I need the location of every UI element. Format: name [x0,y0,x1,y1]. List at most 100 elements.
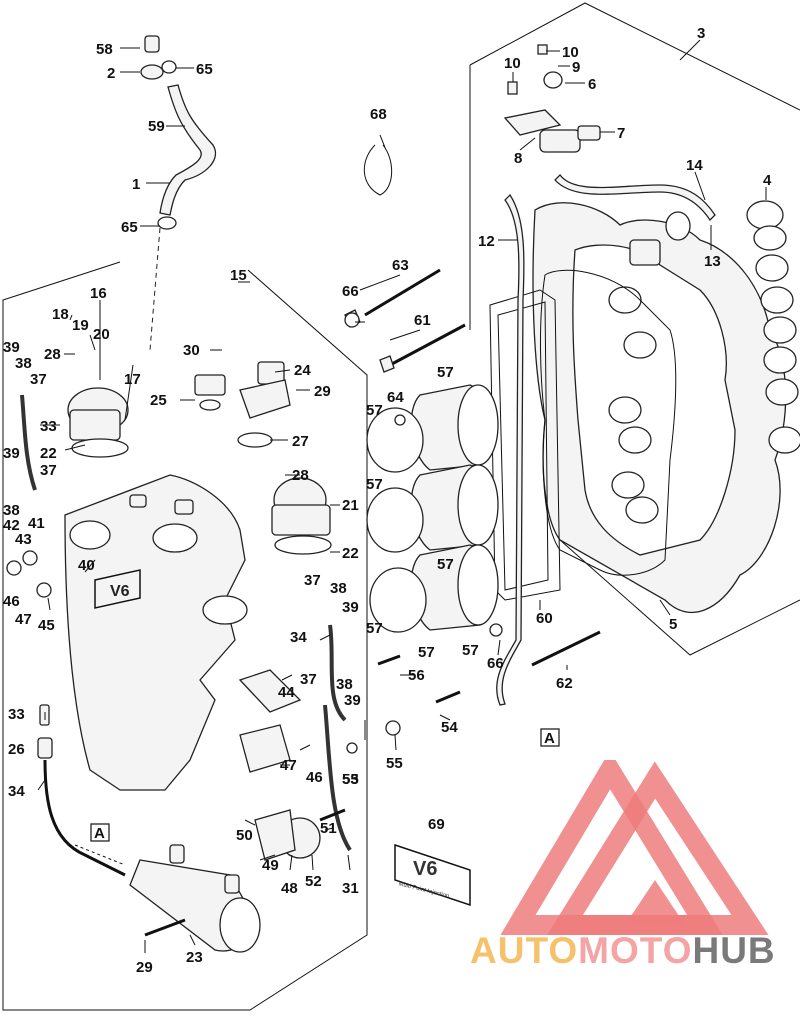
part-label: 38 [15,355,32,372]
part-label: 33 [40,418,57,435]
part-label: 59 [148,118,165,135]
intake-runners [366,384,499,633]
part-label: 10 [504,55,521,72]
part-label: 62 [556,675,573,692]
part-label: 63 [392,257,409,274]
part-label: 27 [292,433,309,450]
part-label: 53 [342,771,359,788]
part-label: 39 [344,692,361,709]
part-label: 6 [588,76,596,93]
watermark-logo [470,750,800,980]
part-label: 39 [342,599,359,616]
intake-manifold-frame [2,261,368,1011]
part-label: 34 [8,783,25,800]
part-label: 47 [15,611,32,628]
hose-34 [37,704,126,877]
part-label: 18 [52,306,69,323]
part-label: 37 [304,572,321,589]
part-label: 44 [278,684,295,701]
part-label: 22 [40,445,57,462]
part-label: 37 [300,671,317,688]
part-label: 24 [294,362,311,379]
part-label: 66 [487,655,504,672]
part-label: 55 [342,771,359,788]
part-label: 2 [107,65,115,82]
part-label: 57 [437,364,454,381]
sensor-bracket [503,44,601,153]
sensor-24 [237,361,291,448]
part-labels: 58 2 65 59 1 65 68 3 10 10 9 6 7 8 14 4 … [3,25,772,976]
part-label: 57 [418,644,435,661]
part-label: 22 [342,545,359,562]
part-label: 5 [669,616,677,633]
part-label: 65 [121,219,138,236]
part-label: 34 [290,629,307,646]
part-label: 57 [462,642,479,659]
part-label: 3 [697,25,705,42]
emblem-decal-v6-text: V6 [413,858,437,880]
part-label: 1 [132,176,140,193]
part-label: 28 [44,346,61,363]
part-label: 20 [93,326,110,343]
part-label: 12 [478,233,495,250]
part-label: 46 [306,769,323,786]
emblem-v6-text: V6 [110,583,130,600]
part-label: 19 [72,317,89,334]
part-label: 9 [572,59,580,76]
part-label: 68 [370,106,387,123]
part-label: 57 [366,402,383,419]
part-label: 30 [183,342,200,359]
part-label: 14 [686,157,703,174]
part-label: 47 [280,757,297,774]
v6-emblem-decal: V6 Multi Point Injection [394,843,471,907]
part-label: 46 [3,593,20,610]
part-label: 69 [428,816,445,833]
part-label: 31 [342,880,359,897]
throttle-linkage [6,394,352,861]
part-label: 42 [3,517,20,534]
hoses-head [496,174,716,706]
part-label: 8 [514,150,522,167]
part-label: 37 [30,371,47,388]
part-label: 64 [387,389,404,406]
part-label: 65 [196,61,213,78]
part-label: 29 [136,959,153,976]
part-label: 21 [342,497,359,514]
head-gasket [539,269,677,576]
part-label: 55 [386,755,403,772]
fasteners [344,312,503,754]
intake-manifold: V6 [64,474,248,791]
part-label: 17 [124,371,141,388]
emblem-decal-subtext: Multi Point Injection [398,881,450,899]
watermark-triangle-icon [500,750,769,935]
cylinder-head-frame [469,2,800,656]
hose-clip [363,134,393,196]
throttle-body-16 [67,387,129,458]
watermark-brand-text: AUTOMOTOHUB [470,930,776,972]
part-label: 25 [150,392,167,409]
part-label: 54 [441,719,458,736]
part-label: 60 [536,610,553,627]
brand-auto: AUTO [470,930,579,971]
part-label: 26 [8,741,25,758]
silencer [129,844,261,953]
part-label: 40 [78,557,95,574]
v6-emblem-on-manifold: V6 [94,569,141,609]
part-label: 43 [15,531,32,548]
part-label: 50 [236,827,253,844]
part-label: 57 [437,556,454,573]
part-label: 51 [320,820,337,837]
throttle-body-21 [271,477,332,555]
part-label: 38 [3,502,20,519]
part-label: 13 [704,253,721,270]
part-label: 15 [230,267,247,284]
brand-hub: HUB [692,930,776,971]
long-bolts [344,268,601,667]
sensor-25 [194,374,226,411]
part-label: 39 [3,339,20,356]
part-label: 38 [336,676,353,693]
part-label: 41 [28,515,45,532]
part-label: 16 [90,285,107,302]
part-label: 33 [8,706,25,723]
